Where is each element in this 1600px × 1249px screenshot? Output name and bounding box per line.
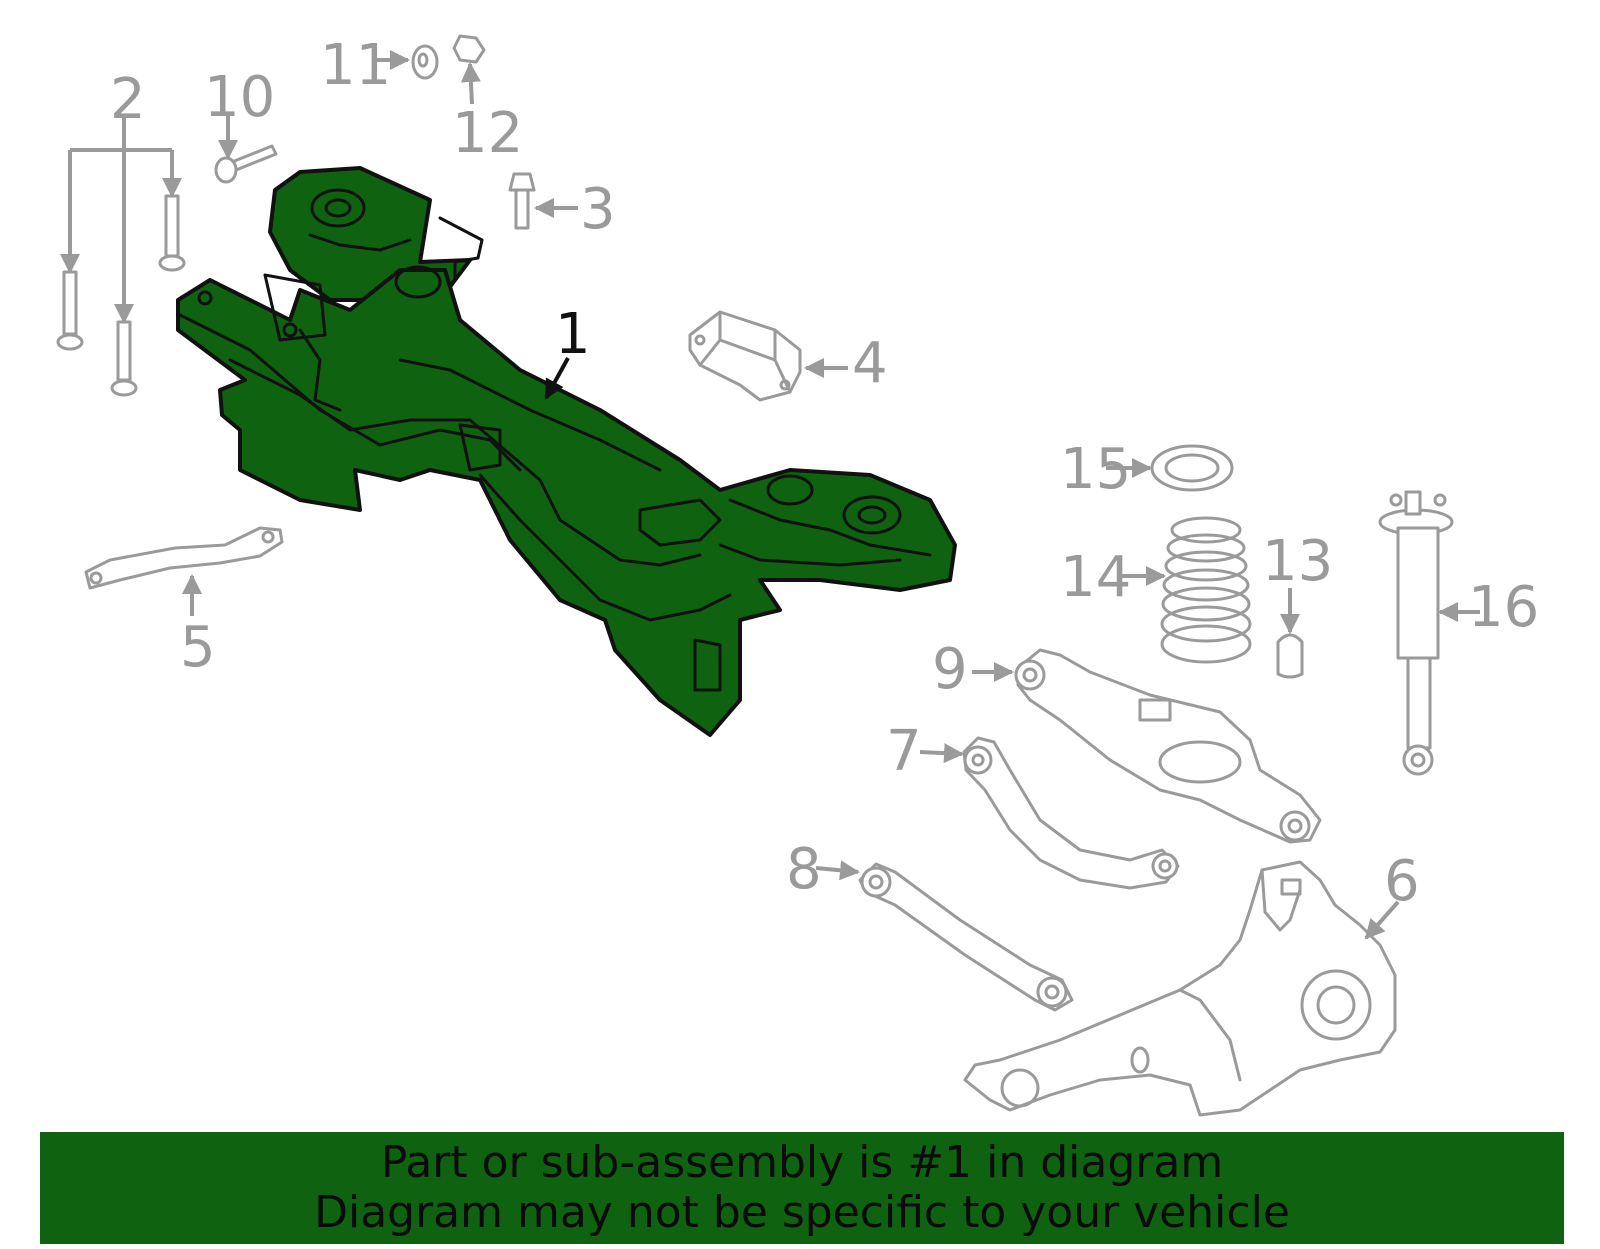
link-part-8[interactable] [858,862,1074,1012]
info-banner: Part or sub-assembly is #1 in diagram Di… [40,1132,1564,1244]
callout-6-arrow [1364,900,1400,940]
shock-absorber-part-16[interactable] [1378,490,1454,776]
callout-3: 3 [580,177,616,242]
bolt-set-part-2[interactable] [56,194,186,397]
spring-seat-part-15[interactable] [1150,444,1234,492]
callout-7-arrow [919,743,964,764]
bolt-part-10[interactable] [214,144,278,184]
callout-14: 14 [1060,545,1131,610]
callout-13: 13 [1262,529,1333,594]
callout-5: 5 [180,615,216,680]
subframe-part-1[interactable] [176,166,957,737]
callout-4: 4 [852,331,888,396]
bump-stop-part-13[interactable] [1276,633,1304,679]
banner-line-part-reference: Part or sub-assembly is #1 in diagram [380,1137,1224,1188]
mount-part-4[interactable] [688,310,802,402]
callout-12: 12 [452,101,523,166]
callout-8: 8 [786,837,822,902]
callout-9: 9 [932,637,968,702]
callout-12-arrow [460,62,481,105]
lower-arm-part-9[interactable] [1014,648,1322,844]
callout-7: 7 [886,719,922,784]
callout-6: 6 [1384,849,1420,914]
coil-spring-part-14[interactable] [1160,516,1252,664]
washer-part-11[interactable] [411,44,439,80]
strap-part-5[interactable] [84,526,284,590]
upper-arm-part-7[interactable] [962,736,1180,890]
callout-11: 11 [320,33,391,98]
banner-line-disclaimer: Diagram may not be specific to your vehi… [314,1187,1290,1238]
callout-10: 10 [204,65,275,130]
knuckle-part-6[interactable] [963,860,1397,1117]
callout-8-arrow [815,860,860,881]
callout-1-arrow [544,357,570,400]
bolt-part-3[interactable] [508,172,536,230]
callout-1: 1 [555,302,591,367]
callout-16: 16 [1468,575,1539,640]
nut-part-12[interactable] [452,34,486,64]
callout-2: 2 [110,67,146,132]
callout-15: 15 [1060,437,1131,502]
